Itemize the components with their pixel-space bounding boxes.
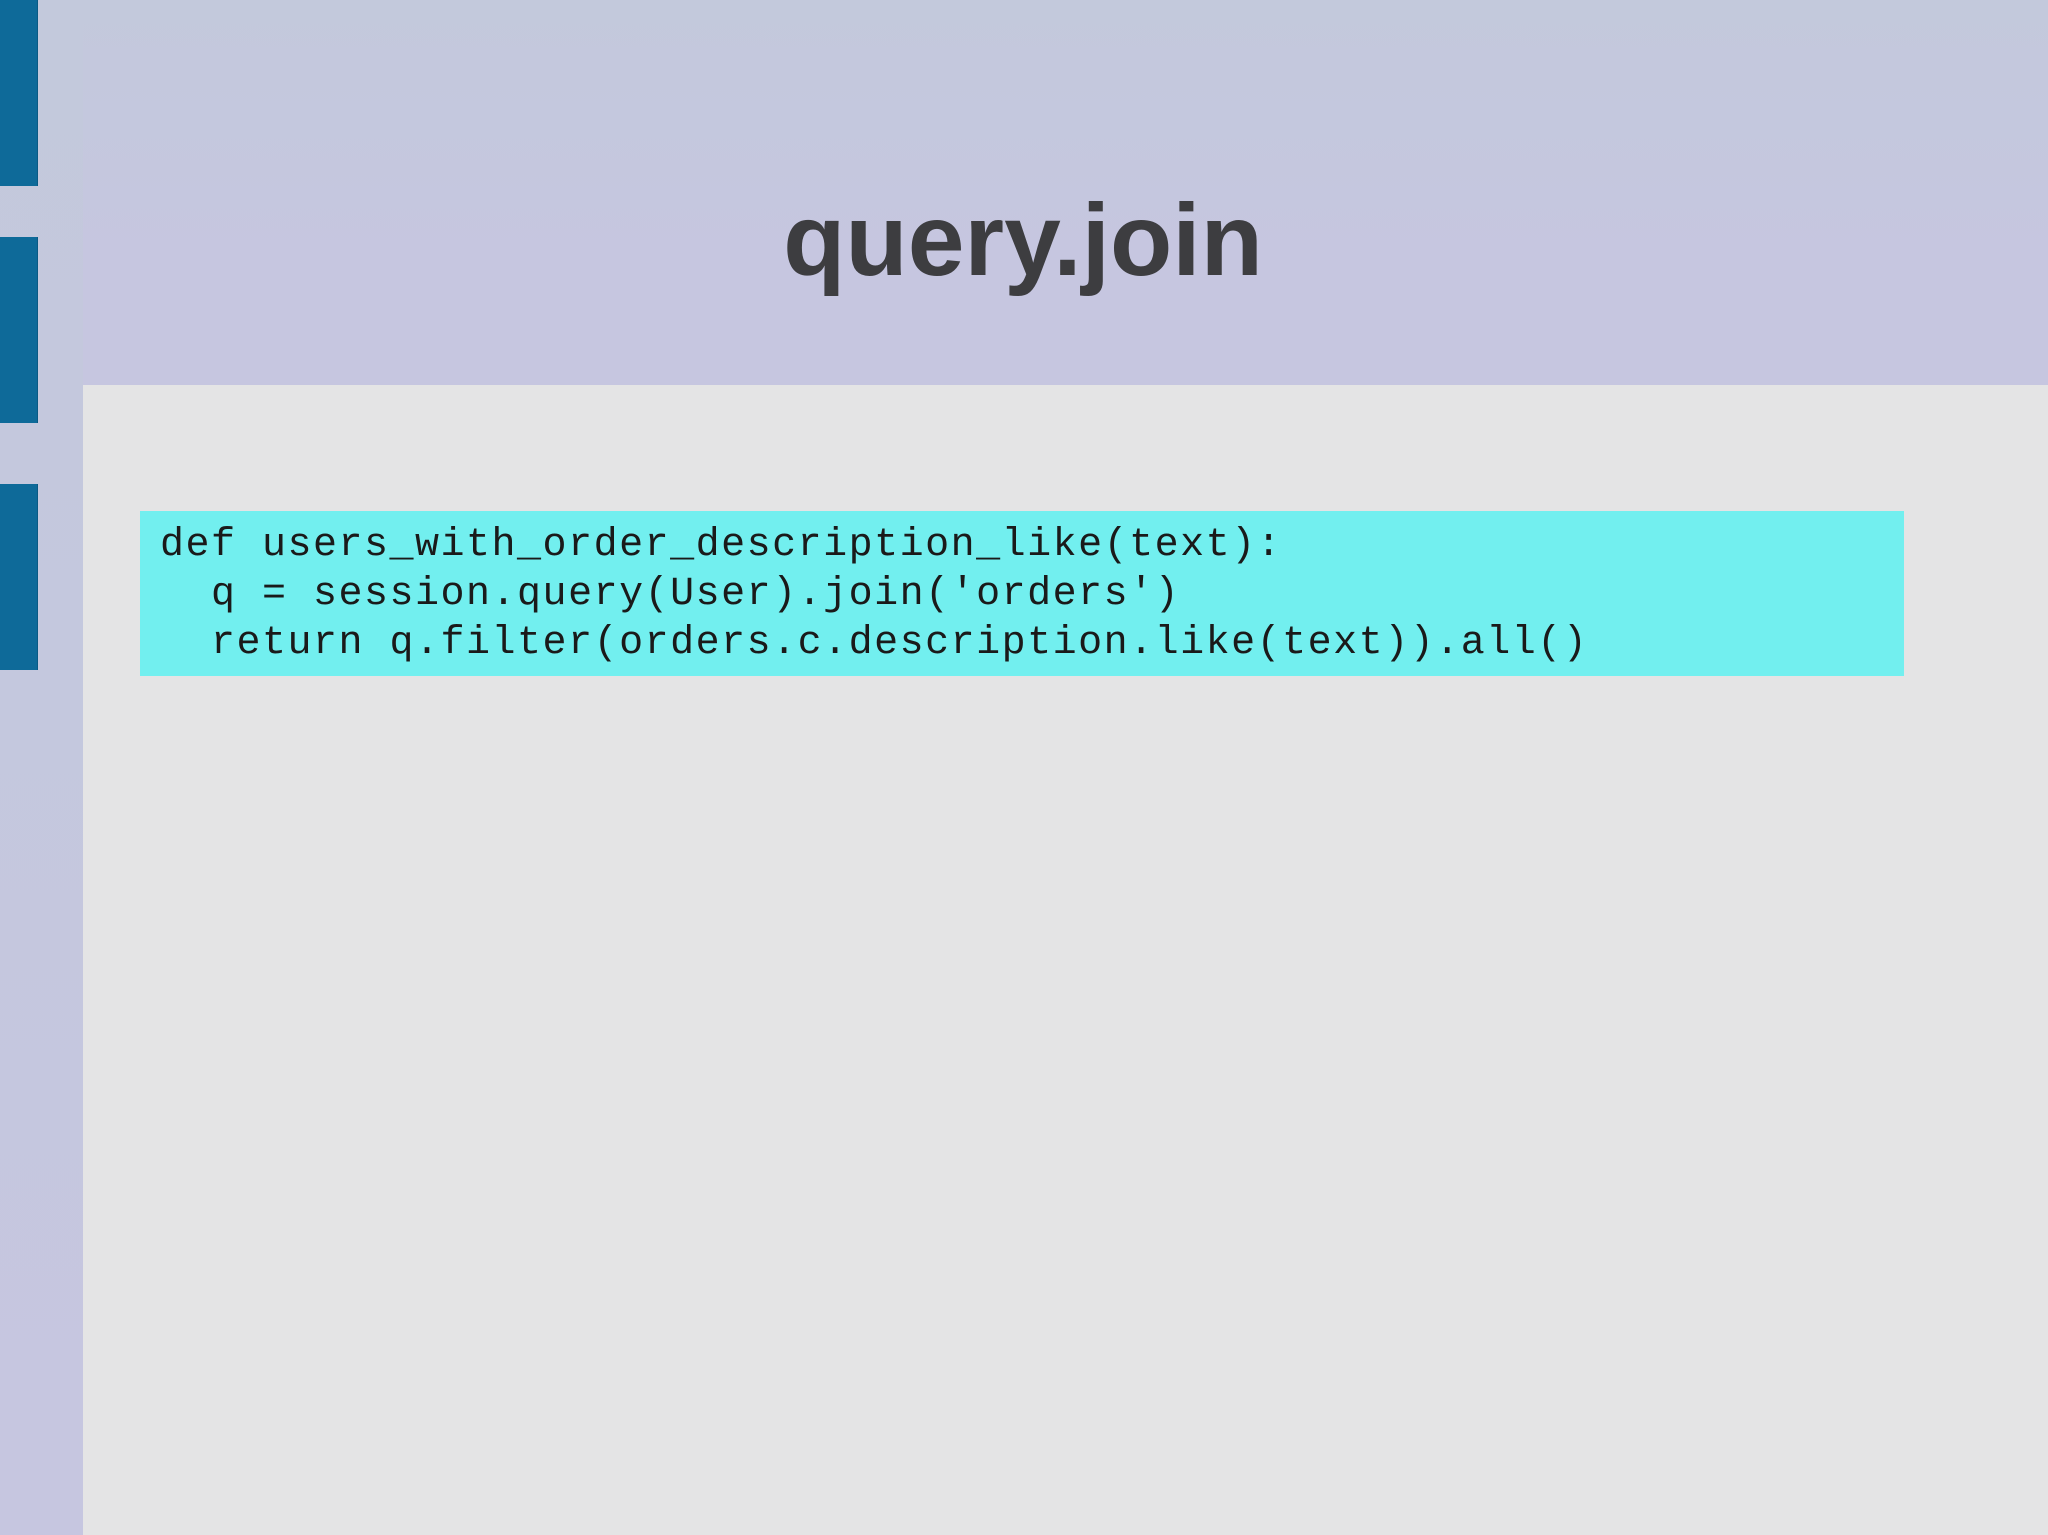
accent-bar-top xyxy=(0,0,38,186)
accent-bar-middle xyxy=(0,237,38,423)
slide-title: query.join xyxy=(783,183,1263,297)
code-line-1: def users_with_order_description_like(te… xyxy=(160,523,1283,568)
slide-content-panel: def users_with_order_description_like(te… xyxy=(83,385,2048,1535)
accent-bar-bottom xyxy=(0,484,38,670)
left-decoration-strip xyxy=(0,0,83,1535)
code-line-3: return q.filter(orders.c.description.lik… xyxy=(160,621,1589,666)
code-block: def users_with_order_description_like(te… xyxy=(140,511,1904,676)
code-line-2: q = session.query(User).join('orders') xyxy=(160,572,1181,617)
slide-header: query.join xyxy=(83,0,2048,384)
